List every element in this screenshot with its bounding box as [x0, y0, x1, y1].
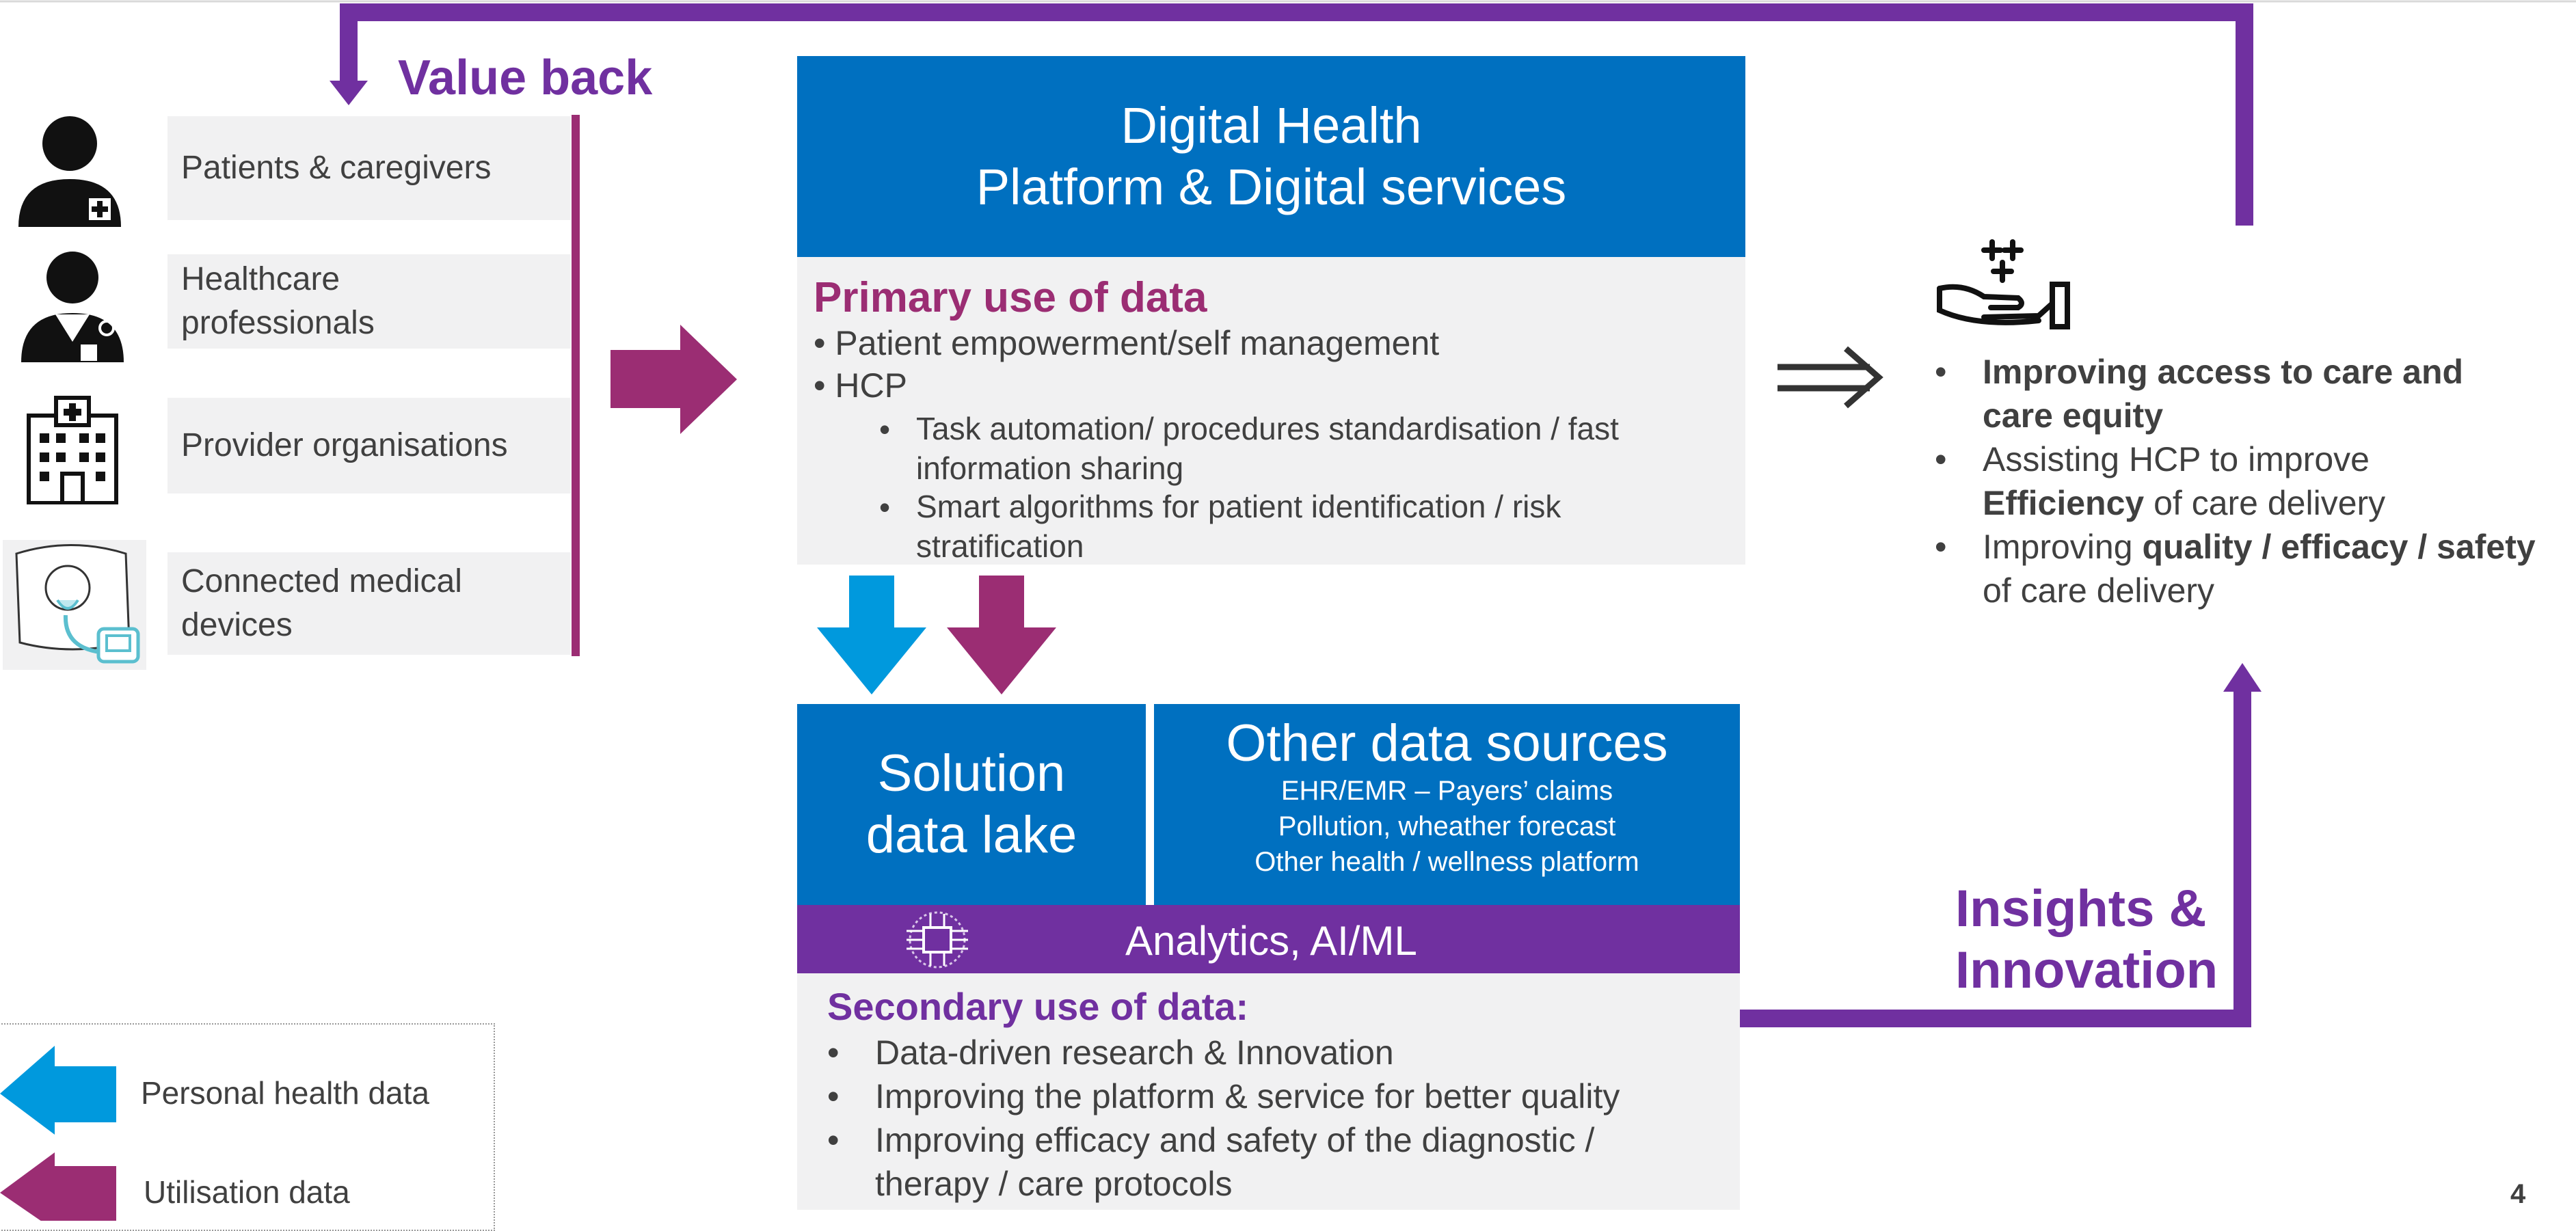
benefit-line: Efficiency of care delivery: [1983, 481, 2385, 525]
utilisation-data-down-arrow: [947, 576, 1056, 694]
legend-utilisation-label: Utilisation data: [144, 1174, 350, 1210]
stakeholder-label: Healthcare professionals: [181, 261, 375, 341]
implies-arrow: [1777, 346, 1883, 409]
bullet: •: [1935, 528, 1947, 566]
insights-arrowhead: [2223, 663, 2262, 692]
doctor-icon: [21, 252, 124, 362]
other-sources-title: Other data sources: [1226, 714, 1668, 772]
benefit-line: Improving quality / efficacy / safety: [1983, 525, 2536, 569]
sub-bullet: •: [879, 411, 891, 447]
secondary-item: • Improving efficacy and safety of the di…: [827, 1118, 1594, 1162]
analytics-label: Analytics, AI/ML: [1125, 918, 1417, 964]
bullet: •: [1935, 440, 1947, 478]
sub-item-line: Task automation/ procedures standardisat…: [916, 411, 1619, 446]
stakeholder-bracket: [572, 115, 580, 656]
stakeholder-devices: Connected medical devices: [167, 552, 571, 655]
insights-line1: Insights &: [1955, 880, 2207, 938]
benefit-line: Improving access to care and: [1983, 350, 2463, 394]
platform-title-line2: Platform & Digital services: [976, 159, 1567, 215]
medical-device-icon: [3, 540, 146, 670]
primary-item: • Patient empowerment/self management: [814, 324, 1440, 362]
stakeholder-hcp: Healthcare professionals: [167, 254, 571, 349]
bullet: •: [827, 1077, 840, 1115]
bullet: •: [827, 1033, 840, 1072]
analytics-bar: Analytics, AI/ML: [797, 905, 1740, 973]
benefit-text: of care delivery: [1983, 571, 2215, 610]
sub-item-line: stratification: [916, 528, 1084, 564]
helping-hand-icon: [1937, 239, 2070, 329]
primary-use-panel: Primary use of data • Patient empowermen…: [797, 257, 1745, 565]
stakeholder-patients: Patients & caregivers: [167, 116, 571, 220]
secondary-use-panel: Secondary use of data: • Data-driven rese…: [797, 973, 1740, 1210]
hospital-icon: [27, 396, 118, 504]
benefit-text: Improving: [1983, 528, 2143, 566]
bullet: •: [1935, 353, 1947, 391]
sub-item-line: information sharing: [916, 450, 1184, 486]
patient-icon: [18, 116, 121, 227]
stakeholder-label: Provider organisations: [181, 427, 508, 463]
secondary-item: • Data-driven research & Innovation: [827, 1031, 1394, 1074]
benefit-text: Improving access to care and: [1983, 353, 2464, 391]
insights-line: [1740, 684, 2251, 1027]
benefit-line: Assisting HCP to improve: [1983, 437, 2370, 481]
bullet: •: [827, 1121, 840, 1159]
sub-item-line: Smart algorithms for patient identificat…: [916, 489, 1561, 524]
platform-header: Digital Health Platform & Digital servic…: [797, 56, 1745, 257]
secondary-item: • Improving the platform & service for be…: [827, 1074, 1620, 1118]
primary-sub-item: Task automation/ procedures standardisat…: [916, 409, 1619, 488]
other-source-line: Other health / wellness platform: [1255, 847, 1639, 877]
page-number: 4: [2510, 1179, 2526, 1209]
input-flow-arrow: [611, 325, 737, 434]
stakeholder-providers: Provider organisations: [167, 398, 571, 493]
other-source-line: EHR/EMR – Payers’ claims: [1280, 776, 1613, 806]
sub-bullet: •: [879, 489, 891, 525]
legend-personal-arrow: [0, 1046, 116, 1135]
benefit-text: Assisting HCP to improve: [1983, 440, 2370, 478]
value-back-line: [340, 3, 2253, 226]
stakeholder-label: Patients & caregivers: [181, 150, 492, 186]
primary-sub-item: Smart algorithms for patient identificat…: [916, 487, 1561, 566]
benefit-text: care equity: [1983, 396, 2164, 435]
benefit-line: care equity: [1983, 394, 2163, 437]
data-lake-line2: data lake: [866, 806, 1077, 864]
secondary-item-text: Improving the platform & service for bet…: [875, 1077, 1620, 1115]
solution-data-lake: Solution data lake: [797, 704, 1146, 905]
other-data-sources: Other data sources EHR/EMR – Payers’ cla…: [1154, 704, 1740, 905]
secondary-use-title: Secondary use of data:: [827, 985, 1249, 1028]
stakeholder-label: Connected medical devices: [181, 563, 462, 643]
value-back-label: Value back: [398, 51, 653, 105]
benefit-text: quality / efficacy / safety: [2142, 528, 2536, 566]
secondary-item-text: Data-driven research & Innovation: [875, 1033, 1394, 1072]
primary-use-title: Primary use of data: [814, 274, 1207, 321]
benefit-line: of care delivery: [1983, 569, 2214, 612]
value-back-arrowhead: [330, 81, 368, 105]
benefit-text: of care delivery: [2144, 484, 2386, 522]
legend-utilisation-arrow: [0, 1152, 116, 1221]
insights-label: Insights & Innovation: [1955, 878, 2218, 1001]
ai-chip-icon: [907, 911, 968, 969]
personal-data-down-arrow: [817, 576, 926, 694]
data-lake-line1: Solution: [877, 744, 1066, 802]
platform-title-line1: Digital Health: [1121, 97, 1422, 154]
insights-line2: Innovation: [1955, 941, 2218, 999]
benefit-text: Efficiency: [1983, 484, 2145, 522]
secondary-item-text: Improving efficacy and safety of the dia…: [875, 1121, 1595, 1159]
legend-personal-label: Personal health data: [141, 1075, 429, 1111]
secondary-item-cont: therapy / care protocols: [875, 1165, 1233, 1203]
other-source-line: Pollution, wheather forecast: [1278, 811, 1616, 841]
primary-item: • HCP: [814, 366, 907, 405]
